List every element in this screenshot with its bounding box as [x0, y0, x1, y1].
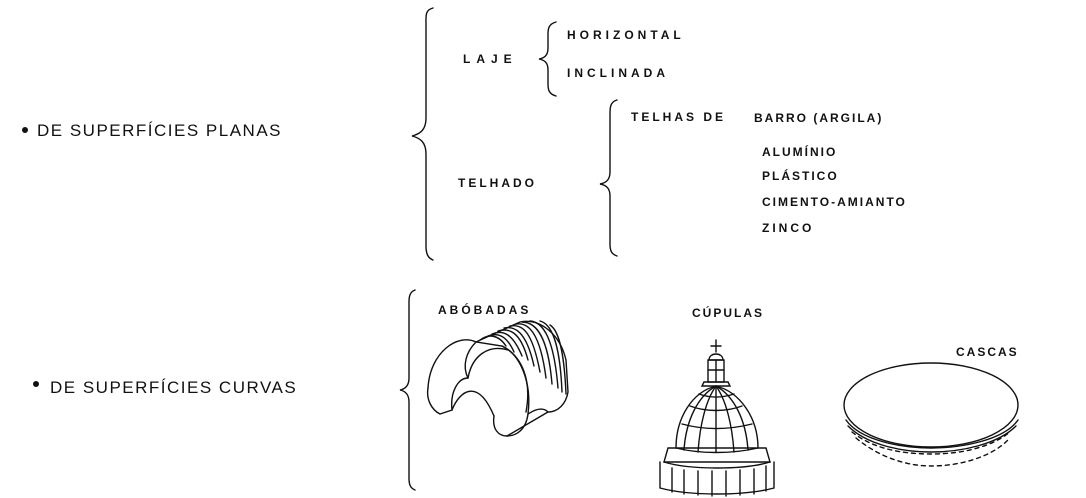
material-plastico: PLÁSTICO: [762, 169, 839, 183]
brace-curvas: [399, 289, 416, 491]
telhas-de-lead: TELHAS DE: [631, 110, 727, 124]
brace-laje: [538, 21, 557, 97]
title-superficies-curvas: DE SUPERFÍCIES CURVAS: [50, 378, 298, 397]
dome-illustration: [659, 339, 775, 497]
material-cimento-amianto: CIMENTO-AMIANTO: [762, 195, 907, 209]
material-barro: BARRO (ARGILA): [754, 111, 884, 125]
label-telhado: TELHADO: [458, 176, 537, 190]
laje-option-inclinada: INCLINADA: [567, 66, 669, 80]
brace-planas: [411, 7, 434, 261]
shell-illustration: [843, 362, 1019, 467]
material-zinco: ZINCO: [762, 221, 815, 235]
bullet-curvas: [33, 381, 39, 387]
label-cupulas: CÚPULAS: [692, 306, 765, 320]
label-cascas: CASCAS: [956, 345, 1019, 359]
brace-telhado: [599, 99, 618, 257]
vault-illustration: [426, 320, 569, 437]
title-superficies-planas: DE SUPERFÍCIES PLANAS: [37, 121, 283, 140]
label-laje: LAJE: [463, 52, 518, 66]
bullet-planas: [22, 127, 28, 133]
laje-option-horizontal: HORIZONTAL: [567, 28, 685, 42]
material-aluminio: ALUMÍNIO: [762, 145, 838, 159]
label-abobadas: ABÓBADAS: [438, 303, 532, 317]
